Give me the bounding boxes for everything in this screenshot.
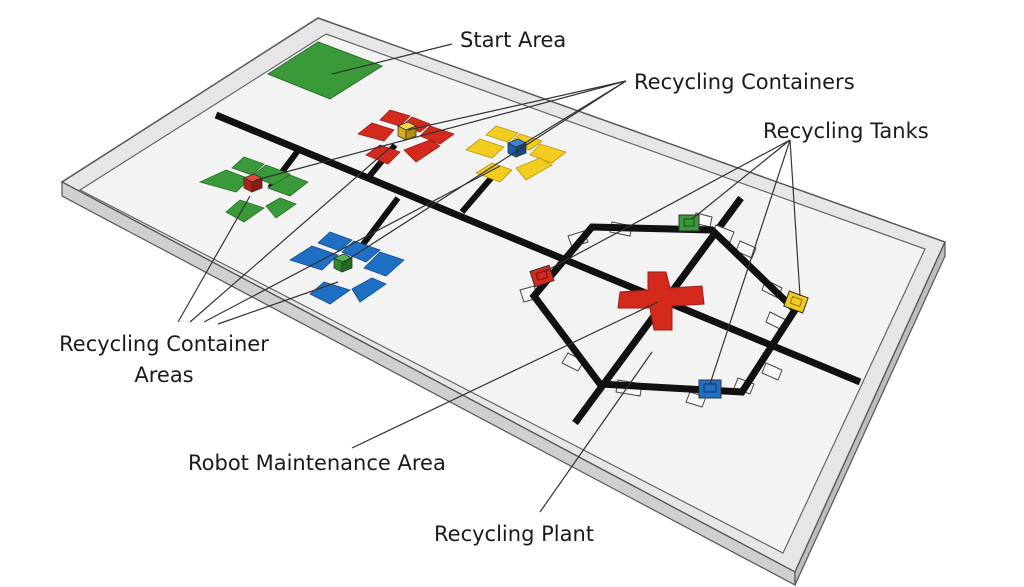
label-recycling-containers: Recycling Containers [634,70,855,94]
leader-tank-yellow [789,139,801,297]
label-recycling-container-areas-line1: Recycling Container [59,332,269,356]
label-recycling-tanks: Recycling Tanks [763,119,929,143]
container-area-green [198,156,309,223]
leader-area-red [189,145,393,323]
label-recycling-container-areas: Recycling Container Areas [50,334,278,386]
leader-container-yellow [407,80,627,131]
leader-container-red [255,80,627,181]
recycling-container-green [333,253,353,273]
leader-area-blue [217,281,339,325]
recycling-tank-red [529,264,555,288]
arena-board [60,17,947,586]
label-start-area: Start Area [460,28,567,52]
leader-area-yellow [203,165,501,323]
label-robot-maintenance-area: Robot Maintenance Area [188,451,446,475]
start-area-mat [266,41,384,100]
recycling-tank-green [678,214,700,232]
leader-container-green [343,80,627,263]
leader-plant [539,351,653,513]
label-recycling-container-areas-line2: Areas [134,363,194,387]
leader-tank-red [543,139,791,273]
label-recycling-plant: Recycling Plant [434,522,594,546]
plant-hexagon-outline [529,223,800,396]
recycling-container-red [243,173,263,193]
leader-tank-green [691,139,791,220]
leader-maintenance [351,301,659,449]
main-line [214,111,862,386]
container-area-yellow [465,125,567,183]
wall-right-face [794,241,946,586]
leader-start-area [331,43,453,75]
leader-lines [177,43,801,513]
board-surface [78,33,926,554]
leader-area-green [177,195,251,323]
robot-maintenance-area-mat [617,271,705,331]
recycling-plant [519,212,800,408]
recycling-tank-yellow [783,290,809,314]
leader-tank-blue [709,139,791,385]
